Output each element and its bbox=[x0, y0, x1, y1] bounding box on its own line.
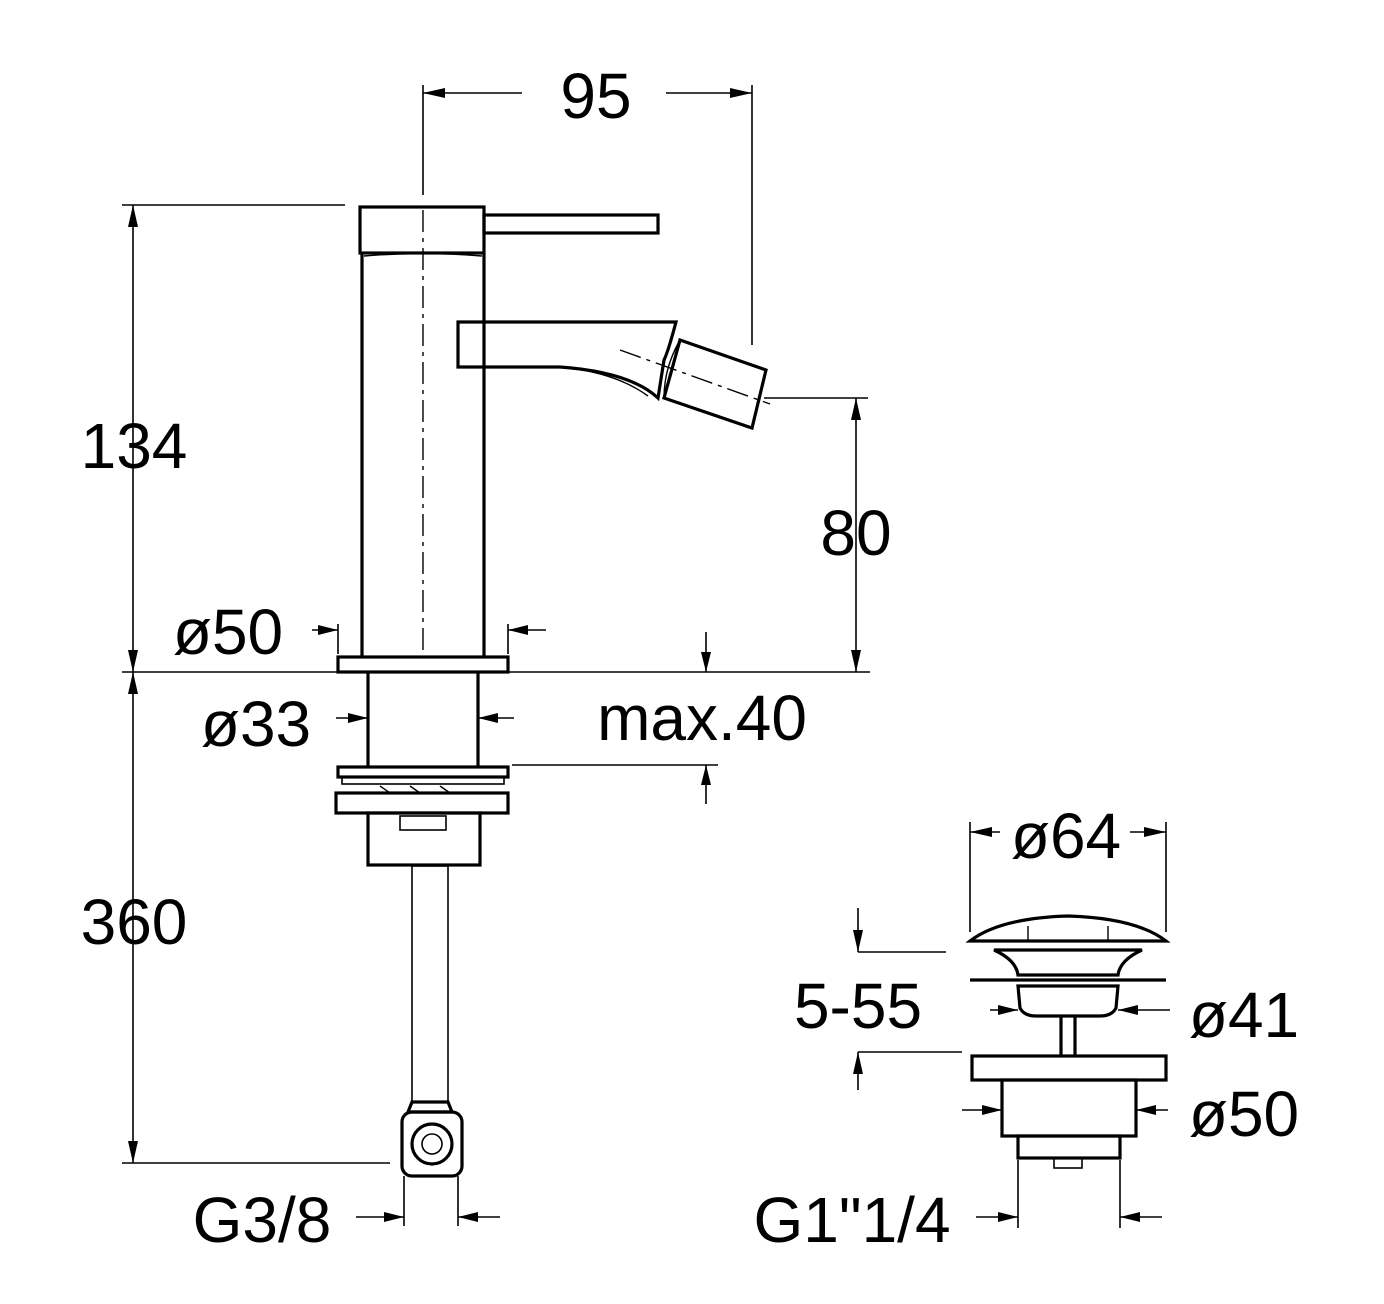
dim-waste-thread: G1"1/4 bbox=[753, 1184, 950, 1256]
dim-waste-base-diameter: ø50 bbox=[1189, 1078, 1299, 1150]
tap-dimensions: 95 134 80 ø50 ø33 max.40 bbox=[81, 60, 892, 1256]
dim-below-height: 360 bbox=[81, 886, 188, 958]
waste-drain bbox=[965, 914, 1171, 1169]
dim-max-thickness: max.40 bbox=[597, 682, 807, 754]
dim-hose-thread: G3/8 bbox=[193, 1184, 332, 1256]
dim-shank-diameter: ø33 bbox=[201, 688, 311, 760]
waste-dimensions: ø64 5-55 ø41 ø50 G1"1/4 bbox=[753, 800, 1299, 1256]
dim-height-total: 134 bbox=[81, 410, 188, 482]
dim-waste-mid-diameter: ø41 bbox=[1189, 979, 1299, 1051]
dim-base-diameter: ø50 bbox=[173, 596, 283, 668]
tap-body bbox=[334, 205, 771, 1178]
dim-spout-height: 80 bbox=[820, 497, 891, 569]
dim-waste-range: 5-55 bbox=[794, 970, 922, 1042]
dim-width-spout: 95 bbox=[560, 60, 631, 132]
dim-waste-top-diameter: ø64 bbox=[1011, 800, 1121, 872]
